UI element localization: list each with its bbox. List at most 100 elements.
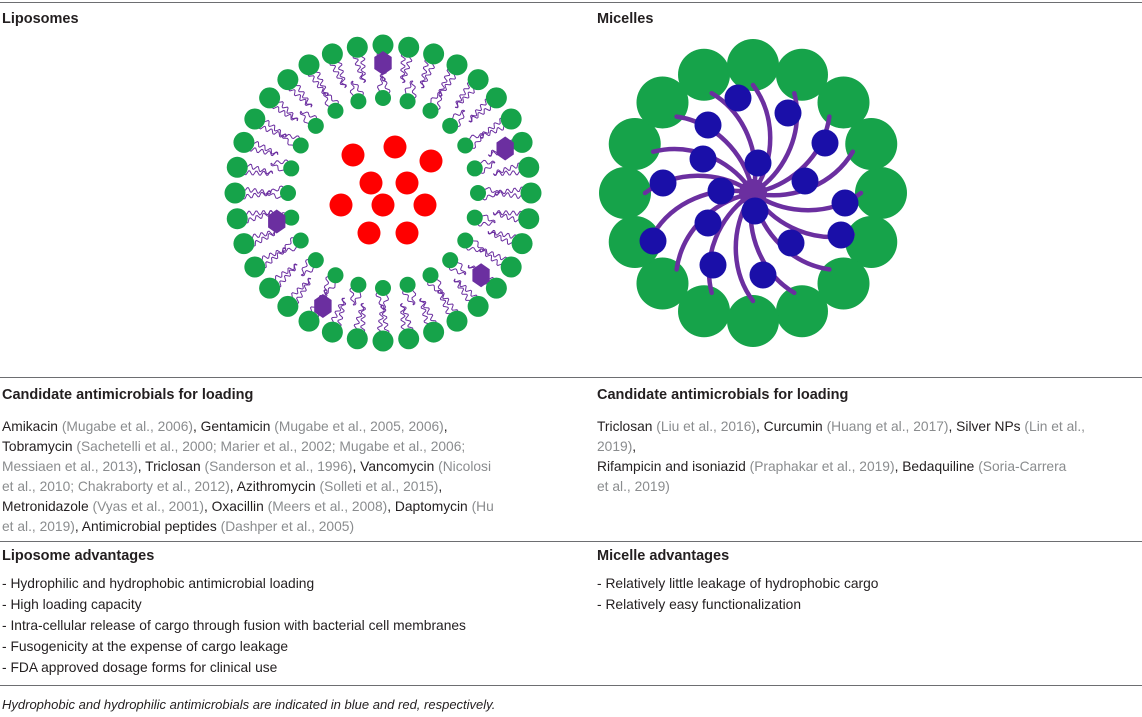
outer-headgroup xyxy=(511,131,533,153)
outer-headgroup xyxy=(446,310,468,332)
hydrophilic-drug xyxy=(395,221,419,245)
inner-headgroup xyxy=(327,267,344,284)
lipid-tail xyxy=(472,134,484,149)
rule-above-candidates xyxy=(0,377,1142,378)
outer-headgroup xyxy=(398,328,420,350)
outer-headgroup xyxy=(321,321,343,343)
citation: (Praphakar et al., 2019) xyxy=(749,459,895,474)
outer-headgroup xyxy=(518,156,540,178)
antimicrobial-name: , Gentamicin xyxy=(192,419,275,434)
hydrophobic-drug-hexagon xyxy=(472,263,490,288)
micelle-headgroup xyxy=(845,215,898,268)
inner-headgroup xyxy=(466,160,483,177)
lipid-tail xyxy=(300,258,309,276)
lipid-tail xyxy=(427,282,442,294)
citation: Messiaen et al., 2013) xyxy=(2,459,138,474)
outer-headgroup xyxy=(500,108,522,130)
micelle-headgroup xyxy=(678,48,731,101)
candidate-line: et al., 2019) xyxy=(597,477,1137,497)
outer-headgroup xyxy=(244,256,266,278)
outer-headgroup xyxy=(518,208,540,230)
candidate-line: Amikacin (Mugabe et al., 2006), Gentamic… xyxy=(2,417,582,437)
hydrophobic-drug xyxy=(649,169,677,197)
hydrophobic-drug xyxy=(777,229,805,257)
outer-headgroup xyxy=(398,36,420,58)
hydrophobic-drug-markers xyxy=(268,51,514,318)
lipid-tail xyxy=(282,237,294,252)
top-rule xyxy=(0,2,1142,3)
micelle-headgroup xyxy=(845,118,898,171)
hydrophilic-drug xyxy=(383,135,407,159)
micelle-headgroup xyxy=(608,118,661,171)
outer-headgroup xyxy=(346,36,368,58)
lipid-tail xyxy=(270,159,289,165)
outer-headgroup xyxy=(423,321,445,343)
citation: 2019) xyxy=(597,439,633,454)
inner-headgroup xyxy=(283,160,300,177)
outer-headgroup xyxy=(485,277,507,299)
lipid-tail xyxy=(482,191,500,201)
inner-headgroup xyxy=(375,280,391,296)
lipid-tail xyxy=(477,221,496,227)
micelle-headgroup xyxy=(727,295,779,347)
inner-headgroup xyxy=(307,252,324,269)
antimicrobial-name: Metronidazole xyxy=(2,499,93,514)
outer-headgroup xyxy=(259,277,281,299)
outer-headgroup xyxy=(346,328,368,350)
citation: (Hu xyxy=(471,499,494,514)
inner-headgroup xyxy=(350,276,367,293)
lipid-tail xyxy=(375,292,385,310)
hydrophobic-drug xyxy=(699,251,727,279)
rule-above-footnote xyxy=(0,685,1142,686)
hydrophilic-drug xyxy=(359,171,383,195)
inner-headgroup xyxy=(422,267,439,284)
outer-headgroup xyxy=(321,43,343,65)
micelle-candidates-header: Candidate antimicrobials for loading xyxy=(597,387,849,403)
inner-headgroup xyxy=(422,102,439,119)
micelle-advantage: Relatively little leakage of hydrophobic… xyxy=(597,573,878,594)
micelles-title: Micelles xyxy=(597,11,654,27)
antimicrobial-name: Amikacin xyxy=(2,419,62,434)
inner-headgroup xyxy=(457,137,474,154)
liposome-advantage: Fusogenicity at the expense of cargo lea… xyxy=(2,636,466,657)
lipid-tail xyxy=(480,161,496,174)
citation: (Nicolosi xyxy=(438,459,492,474)
lipid-tail xyxy=(324,92,339,104)
lipid-tail xyxy=(402,290,415,306)
liposome-diagram xyxy=(224,34,542,352)
inner-headgroup xyxy=(375,90,391,106)
hydrophobic-drug-hexagon xyxy=(268,209,286,234)
lipid-tail xyxy=(465,246,484,253)
antimicrobial-name: , Antimicrobial peptides xyxy=(74,519,221,534)
antimicrobial-name: , Vancomycin xyxy=(352,459,439,474)
outer-headgroup xyxy=(520,182,542,204)
antimicrobial-name: , Azithromycin xyxy=(229,479,320,494)
outer-headgroup xyxy=(467,295,489,317)
outer-headgroup xyxy=(372,330,394,352)
candidate-line: Metronidazole (Vyas et al., 2001), Oxaci… xyxy=(2,497,582,517)
candidate-line: Tobramycin (Sachetelli et al., 2000; Mar… xyxy=(2,437,582,457)
candidate-line: Messiaen et al., 2013), Triclosan (Sande… xyxy=(2,457,582,477)
lipid-headgroups xyxy=(224,34,542,352)
outer-headgroup xyxy=(423,43,445,65)
outer-headgroup xyxy=(500,256,522,278)
candidate-line: Rifampicin and isoniazid (Praphakar et a… xyxy=(597,457,1137,477)
hydrophilic-drug xyxy=(329,193,353,217)
antimicrobial-name: Triclosan xyxy=(597,419,657,434)
liposome-advantage: High loading capacity xyxy=(2,594,466,615)
citation: (Meers et al., 2008) xyxy=(267,499,388,514)
lipid-tail xyxy=(300,110,318,119)
antimicrobial-name: Tobramycin xyxy=(2,439,77,454)
citation: (Sanderson et al., 1996) xyxy=(204,459,353,474)
citation: et al., 2019) xyxy=(2,519,75,534)
antimicrobial-name: , xyxy=(438,479,443,494)
inner-headgroup xyxy=(327,102,344,119)
outer-headgroup xyxy=(224,182,246,204)
antimicrobial-name: , Silver NPs xyxy=(948,419,1025,434)
micelle-tail xyxy=(758,114,832,194)
candidate-line: Triclosan (Liu et al., 2016), Curcumin (… xyxy=(597,417,1137,437)
micelle-headgroups xyxy=(599,39,907,347)
hydrophobic-drug-markers xyxy=(639,84,859,289)
hydrophobic-drug xyxy=(707,177,735,205)
outer-headgroup xyxy=(259,87,281,109)
